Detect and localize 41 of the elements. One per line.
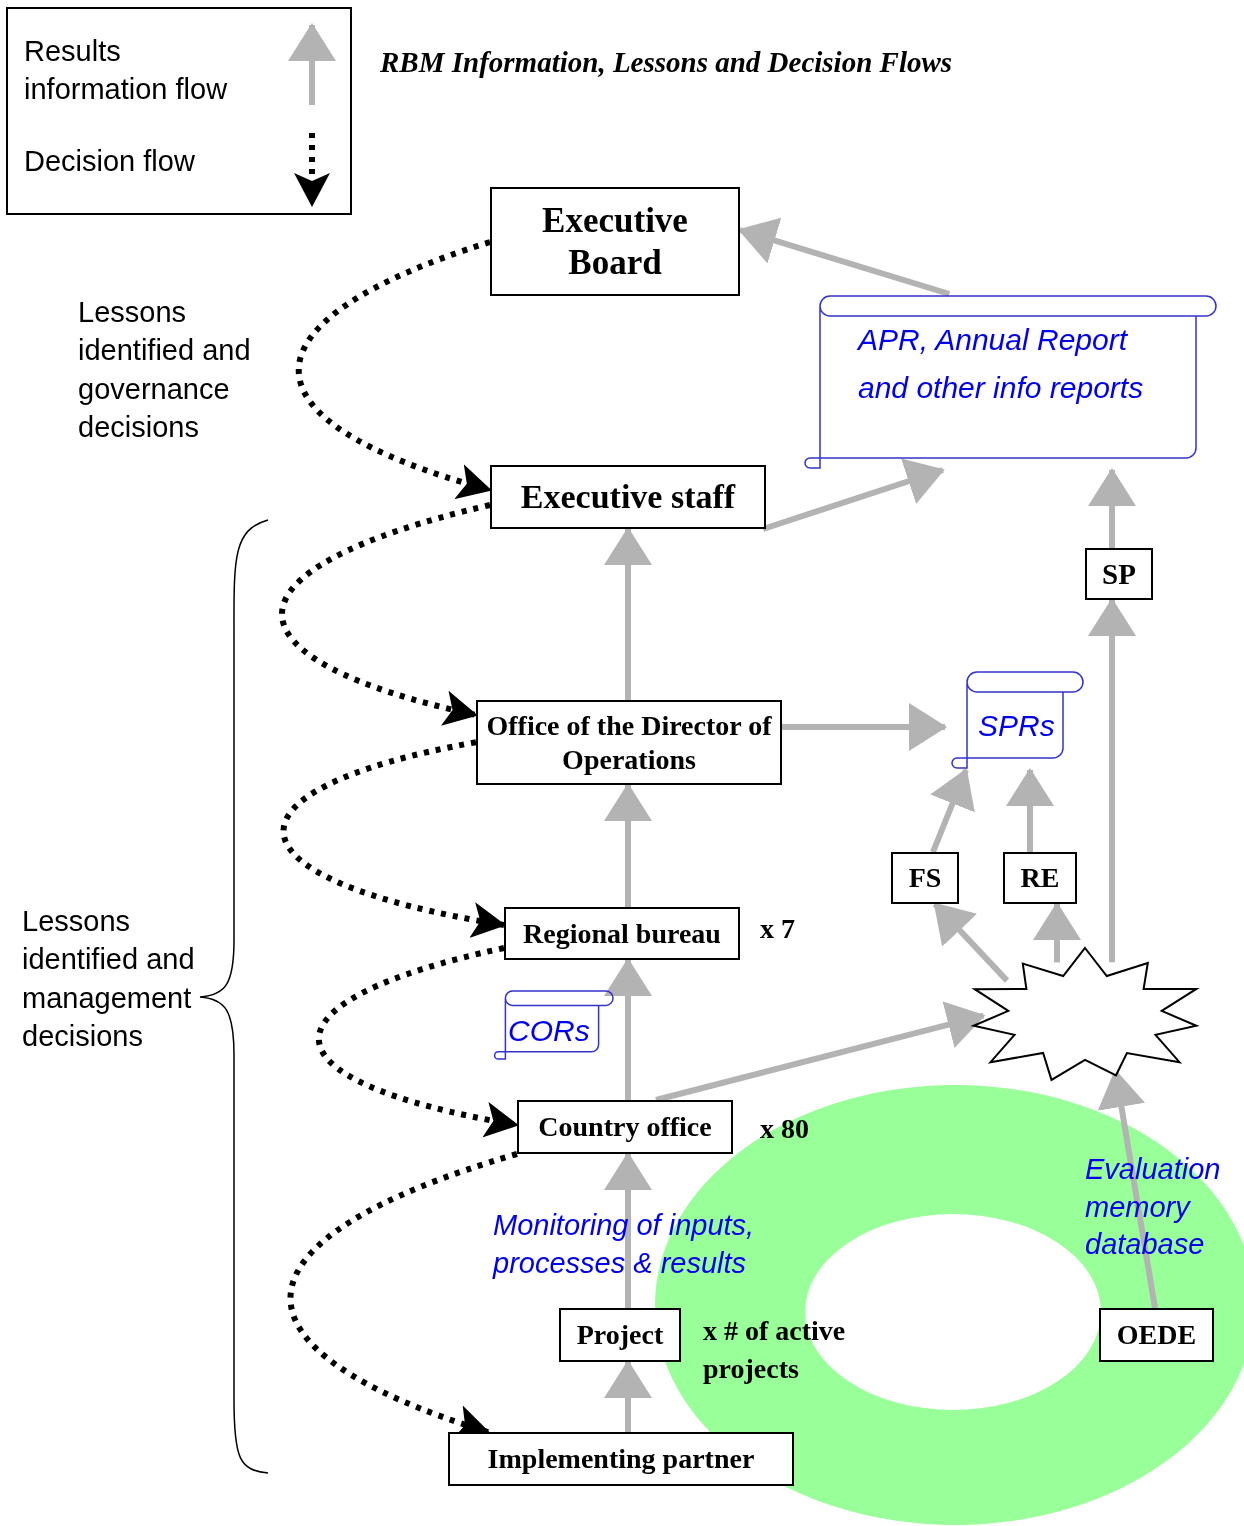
side-note: Lessons identified and management decisions: [22, 904, 196, 1054]
side-note: Lessons identified and governance decisions: [78, 295, 252, 445]
report-label: APR, Annual Report and other info reports: [858, 322, 1145, 406]
process-box: FS: [891, 852, 959, 904]
process-box: Office of the Director of Operations: [476, 700, 782, 785]
information-flow-arrow: [604, 1360, 652, 1432]
process-box: SP: [1085, 548, 1153, 600]
information-flow-arrow: [1088, 598, 1136, 963]
process-box: Country office: [517, 1100, 733, 1154]
information-flow-arrow: [604, 527, 652, 700]
count-label: x # of active projects: [703, 1314, 847, 1386]
decision-flow-arrow: [296, 239, 492, 498]
information-flow-arrow: [604, 1152, 652, 1308]
process-box: Regional bureau: [504, 907, 740, 960]
diagram-title: RBM Information, Lessons and Decision Flows: [380, 46, 954, 79]
annotation-text: Monitoring of inputs, processes & results: [493, 1208, 756, 1282]
process-box: Implementing partner: [448, 1432, 794, 1486]
decision-flow-arrow: [279, 502, 491, 725]
information-flow-arrow: [1006, 768, 1054, 852]
decision-flow-arrow: [316, 945, 519, 1137]
count-label: x 7: [760, 912, 796, 946]
information-flow-arrow: [930, 768, 975, 854]
legend-label: Results information flow: [24, 34, 229, 107]
database-label: Evaluation memory database: [1085, 1152, 1222, 1263]
process-box: Executive Board: [490, 187, 740, 296]
process-box: RE: [1003, 852, 1077, 904]
count-label: x 80: [760, 1112, 810, 1146]
information-flow-arrow: [782, 703, 947, 751]
information-flow-arrow: [604, 783, 652, 907]
legend-label: Decision flow: [24, 144, 196, 179]
information-flow-arrow: [604, 958, 652, 1100]
process-box: OEDE: [1099, 1308, 1214, 1362]
process-box: Executive staff: [490, 465, 766, 529]
information-flow-arrow: [1033, 902, 1081, 963]
report-label: CORs: [508, 1013, 591, 1049]
information-flow-arrow: [762, 458, 945, 532]
process-box: Project: [559, 1308, 681, 1362]
decision-flow-arrow: [281, 739, 506, 937]
information-flow-arrow: [1088, 468, 1136, 548]
information-flow-arrow: [655, 1001, 986, 1103]
report-label: SPRs: [978, 708, 1056, 744]
